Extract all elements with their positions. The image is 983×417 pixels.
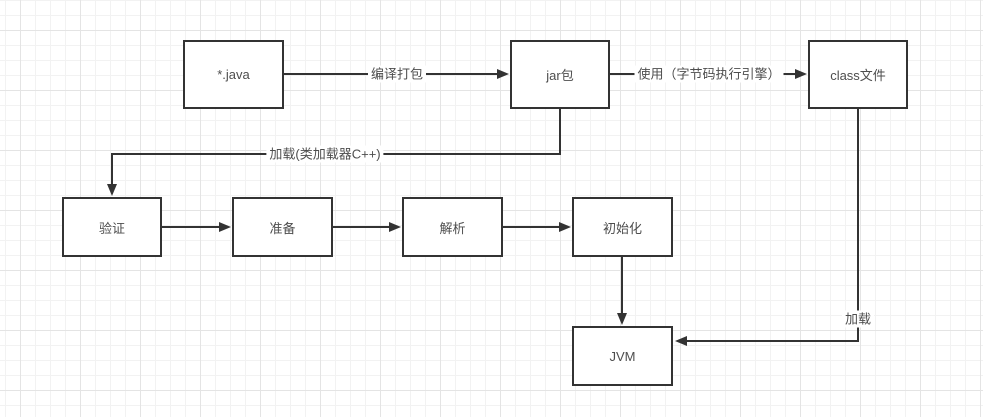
edge-prepare-to-resolve-arrow[interactable] (333, 222, 401, 232)
edge-label-compile-package[interactable]: 编译打包 (367, 65, 427, 83)
node-label: JVM (609, 348, 636, 364)
edge-label-use-bytecode-engine[interactable]: 使用（字节码执行引擎） (634, 65, 784, 83)
edge-arrowhead (795, 69, 807, 79)
node-prepare[interactable]: 准备 (232, 197, 333, 257)
edge-arrowhead (617, 313, 627, 325)
edge-arrowhead (497, 69, 509, 79)
edge-verify-to-prepare-arrow[interactable] (162, 222, 231, 232)
node-label: 初始化 (602, 220, 642, 236)
node-java-source[interactable]: *.java (183, 40, 284, 109)
node-label: *.java (217, 67, 250, 82)
edge-arrowhead (559, 222, 571, 232)
node-verify[interactable]: 验证 (62, 197, 162, 257)
edge-initialize-to-jvm-arrow[interactable] (617, 257, 627, 325)
node-label: 准备 (269, 220, 296, 236)
edge-arrowhead (389, 222, 401, 232)
edge-resolve-to-initialize-arrow[interactable] (503, 222, 571, 232)
node-label: jar包 (546, 68, 574, 83)
node-jvm[interactable]: JVM (572, 326, 673, 386)
node-label: 解析 (439, 220, 466, 236)
node-class-file[interactable]: class文件 (808, 40, 908, 109)
edge-label-load[interactable]: 加载 (841, 310, 875, 328)
node-resolve[interactable]: 解析 (402, 197, 503, 257)
edge-arrowhead (107, 184, 117, 196)
node-initialize[interactable]: 初始化 (572, 197, 673, 257)
edge-arrowhead (675, 336, 687, 346)
node-label: class文件 (830, 68, 886, 83)
edge-label-load-classloader[interactable]: 加载(类加载器C++) (266, 145, 384, 163)
node-label: 验证 (98, 220, 125, 236)
edge-arrowhead (219, 222, 231, 232)
node-jar-package[interactable]: jar包 (510, 40, 610, 109)
edge-line (686, 109, 859, 342)
edge-class-load-to-jvm-arrow[interactable] (675, 109, 859, 346)
